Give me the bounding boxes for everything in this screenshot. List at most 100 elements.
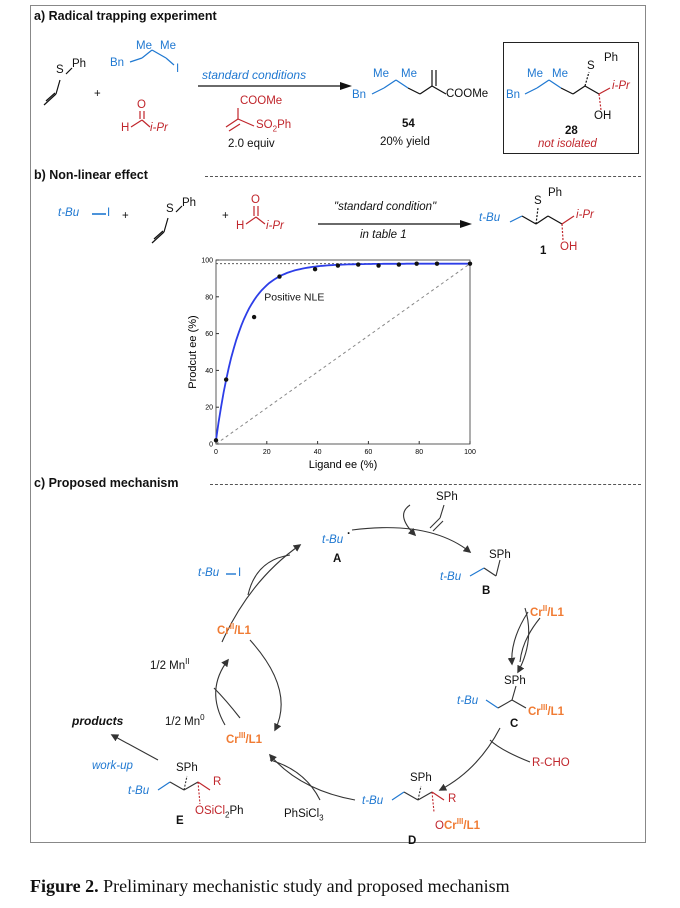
p28-oh: OH (594, 110, 612, 122)
D-r: R (448, 793, 457, 805)
y-tick-label: 80 (205, 294, 213, 301)
data-point (213, 438, 219, 443)
a-coome: COOMe (240, 95, 283, 107)
b-condition: "standard condition" (334, 201, 437, 213)
compound-54-label: 54 (402, 118, 415, 130)
p1-tbu: t-Bu (479, 212, 501, 224)
intermediate-C-label: C (510, 718, 519, 730)
data-point (251, 314, 257, 320)
data-point (376, 263, 381, 268)
x-tick-label: 100 (464, 449, 476, 456)
data-point (223, 377, 229, 382)
data-point (277, 274, 282, 279)
chart-x-label: Ligand ee (%) (309, 459, 378, 471)
p28-s: S (587, 60, 595, 72)
D-tbu: t-Bu (362, 795, 384, 807)
diagonal-reference-line (215, 263, 471, 445)
tbu-iodide: t-Bu (198, 567, 220, 579)
cr-ii-center: CrII/L1 (217, 622, 251, 637)
x-tick-label: 80 (415, 449, 423, 456)
x-tick-label: 20 (263, 449, 271, 456)
radical-A-tbu: t-Bu (322, 534, 344, 546)
y-tick-label: 100 (201, 258, 213, 265)
figure-caption: Figure 2. Preliminary mechanistic study … (30, 876, 510, 896)
b-ald-h: H (236, 220, 245, 232)
x-tick-label: 40 (314, 449, 322, 456)
a-iodo: I (176, 63, 180, 75)
yield-text: 20% yield (380, 136, 430, 148)
p28-ph: Ph (604, 52, 619, 64)
b-ald-o: O (251, 194, 260, 206)
phsicl3: PhSiCl3 (284, 808, 324, 823)
a-condition: standard conditions (202, 68, 307, 82)
p54-bn: Bn (352, 89, 367, 101)
p1-s: S (534, 195, 542, 207)
not-isolated: not isolated (538, 138, 597, 150)
y-tick-label: 60 (205, 331, 213, 338)
a-ald-h: H (121, 122, 130, 134)
a-me1: Me (136, 40, 152, 52)
radical-dot: · (347, 528, 351, 540)
C-tbu: t-Bu (457, 695, 479, 707)
section-a-title: a) Radical trapping experiment (34, 9, 221, 23)
separator-b (205, 176, 641, 177)
b-tbu: t-Bu (58, 207, 80, 219)
D-sph: SPh (410, 772, 432, 784)
a-so2ph: SO2Ph (256, 119, 292, 134)
B-sph: SPh (489, 549, 511, 561)
b-table: in table 1 (360, 229, 407, 241)
b-plus1: + (122, 210, 129, 222)
p28-me2: Me (552, 68, 568, 80)
p1-ipr: i-Pr (576, 209, 594, 221)
p54-me2: Me (401, 68, 417, 80)
mn-ii: 1/2 MnII (150, 657, 190, 672)
B-tbu: t-Bu (440, 571, 462, 583)
data-point (335, 263, 341, 268)
b-iodo: I (107, 207, 111, 219)
p28-ipr: i-Pr (612, 80, 630, 92)
products-label: products (72, 714, 124, 728)
x-tick-label: 60 (365, 449, 373, 456)
data-point (396, 262, 402, 267)
b-s: S (166, 203, 174, 215)
mn-0: 1/2 Mn0 (165, 713, 205, 728)
a-ipr: i-Pr (150, 122, 168, 134)
C-sph: SPh (504, 675, 526, 687)
E-tbu: t-Bu (128, 785, 150, 797)
a-bn: Bn (110, 57, 125, 69)
figure-frame (30, 5, 646, 843)
section-b-title: b) Non-linear effect (34, 168, 152, 182)
a-sph-s: S (56, 64, 64, 76)
data-point (414, 261, 419, 266)
compound-28-box (503, 42, 639, 154)
C-cr: CrIII/L1 (528, 703, 565, 718)
intermediate-B-label: B (482, 585, 491, 597)
compound-28-label: 28 (565, 125, 578, 137)
vinyl-sph: SPh (436, 491, 458, 503)
E-sph: SPh (176, 762, 198, 774)
data-point (312, 267, 318, 272)
E-r: R (213, 776, 222, 788)
work-up-label: work-up (92, 760, 133, 772)
cr-iii-center: CrIII/L1 (226, 731, 263, 746)
intermediate-E-label: E (176, 815, 184, 827)
compound-1-label: 1 (540, 245, 547, 257)
chart-annotation: Positive NLE (264, 291, 324, 303)
a-plus: + (94, 88, 101, 100)
a-equiv: 2.0 equiv (228, 138, 275, 150)
y-tick-label: 20 (205, 405, 213, 412)
chart-y-label: Prodcut ee (%) (187, 315, 199, 388)
E-osicl2ph: OSiCl2Ph (195, 805, 244, 820)
intermediate-A-label: A (333, 553, 342, 565)
separator-c (210, 484, 641, 485)
p28-bn: Bn (506, 89, 521, 101)
x-tick-label: 0 (214, 449, 218, 456)
tbu-iodide-i: I (238, 567, 242, 579)
b-plus2: + (222, 210, 229, 222)
a-me2: Me (160, 40, 176, 52)
